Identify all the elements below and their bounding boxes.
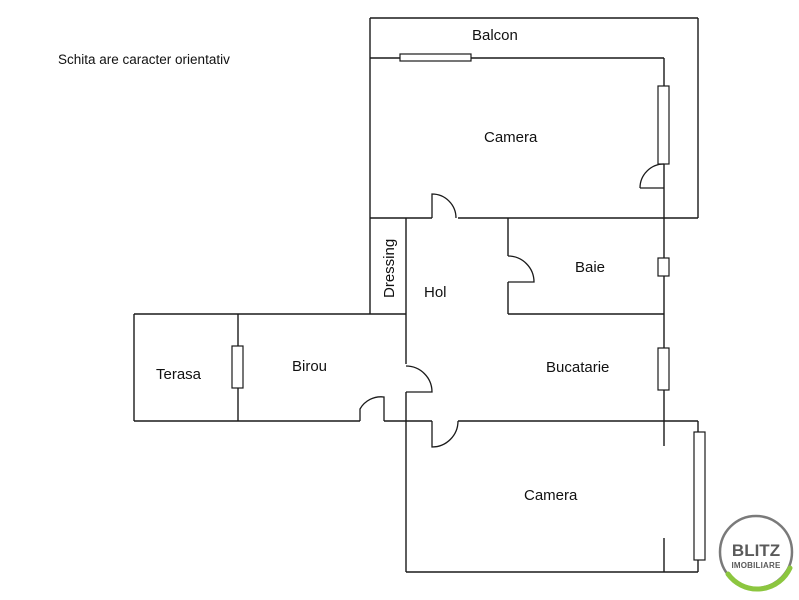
window-balcony bbox=[399, 53, 472, 62]
label-baie: Baie bbox=[575, 259, 605, 276]
door-baie bbox=[507, 255, 535, 283]
label-camera-bottom: Camera bbox=[524, 487, 578, 504]
window-baie bbox=[657, 257, 670, 277]
door-birou bbox=[405, 365, 433, 393]
label-dressing: Dressing bbox=[381, 239, 398, 298]
logo-text-main: BLITZ bbox=[732, 541, 780, 560]
logo-accent-arc bbox=[725, 565, 793, 592]
doors bbox=[359, 163, 665, 448]
room-labels: Balcon Camera Dressing Hol Baie Terasa B… bbox=[156, 27, 609, 504]
blitz-logo: BLITZ IMOBILIARE bbox=[718, 514, 794, 592]
door-camera-bottom bbox=[431, 420, 459, 448]
label-camera-top: Camera bbox=[484, 129, 538, 146]
label-hol: Hol bbox=[424, 284, 447, 301]
label-bucatarie: Bucatarie bbox=[546, 359, 609, 376]
logo-text-sub: IMOBILIARE bbox=[731, 561, 781, 570]
window-camera-top bbox=[657, 85, 670, 165]
label-birou: Birou bbox=[292, 358, 327, 375]
door-camera-balcony bbox=[639, 163, 665, 189]
disclaimer-note: Schita are caracter orientativ bbox=[58, 52, 230, 67]
door-birou-bottom bbox=[359, 396, 385, 421]
walls bbox=[133, 17, 699, 573]
window-bucatarie bbox=[657, 347, 670, 391]
window-terasa-birou bbox=[231, 345, 244, 389]
label-terasa: Terasa bbox=[156, 366, 202, 383]
door-camera-top bbox=[431, 193, 457, 219]
window-camera-bottom bbox=[693, 431, 706, 561]
label-balcon: Balcon bbox=[472, 27, 518, 44]
windows bbox=[231, 53, 706, 561]
